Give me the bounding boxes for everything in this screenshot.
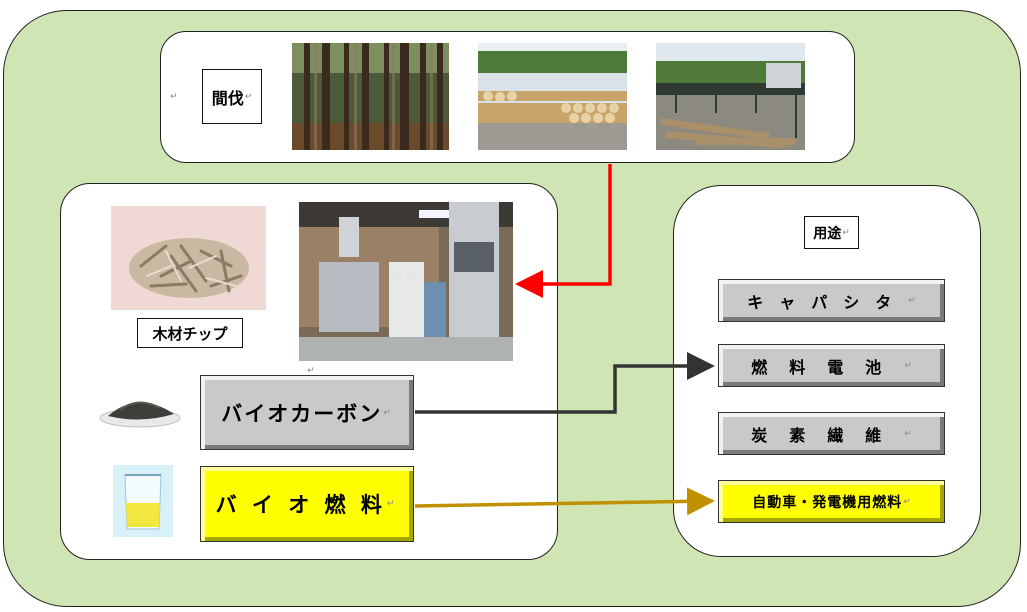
use-capacitor: キャパシタ↵: [718, 279, 945, 322]
wood-chip-photo: [111, 206, 266, 310]
paragraph-mark: ↵: [307, 366, 315, 376]
log-yard-photo: [478, 43, 627, 150]
use-vehicle-generator-fuel: 自動車・発電機用燃料↵: [718, 480, 945, 523]
carbon-to-fuel-cell-arrow: [415, 352, 715, 414]
uses-heading: 用途↵: [804, 216, 859, 249]
carbonization-plant-photo: [299, 202, 513, 361]
biocarbon-box: バイオカーボン↵: [200, 375, 414, 450]
harvest-label: 間伐↵: [202, 69, 262, 124]
forest-photo: [292, 43, 449, 150]
use-fuel-cell: 燃料電池↵: [718, 344, 945, 387]
use-carbon-fiber: 炭素繊維↵: [718, 412, 945, 455]
carbon-powder-photo: [98, 380, 183, 432]
feed-arrow: [515, 164, 612, 298]
wood-chip-label: 木材チップ: [137, 318, 243, 348]
biofuel-box: バ イ オ 燃 料↵: [200, 466, 414, 542]
beaker-photo: [113, 465, 173, 537]
paragraph-mark: ↵: [170, 92, 178, 102]
fuel-to-vehicle-arrow: [414, 487, 715, 516]
sawmill-photo: [656, 43, 805, 150]
